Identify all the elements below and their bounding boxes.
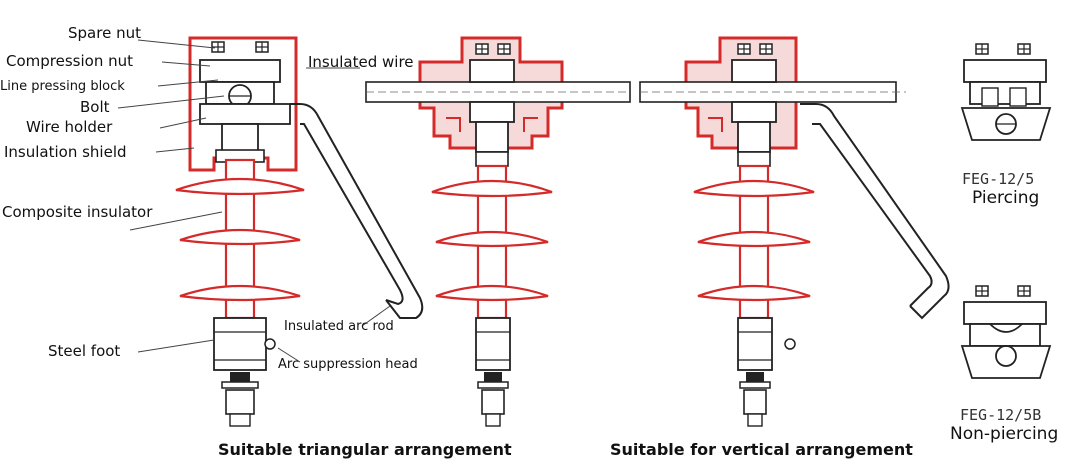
label-spare-nut: Spare nut (68, 24, 141, 42)
label-steel-foot: Steel foot (48, 342, 121, 360)
label-bolt: Bolt (80, 98, 110, 116)
label-insulated-wire: Insulated wire (308, 53, 414, 71)
clamp-piercing (960, 43, 1052, 141)
insulator-vertical (639, 36, 950, 427)
clamp-non-piercing (960, 285, 1052, 379)
label-insulation-shield: Insulation shield (4, 143, 127, 161)
label-wire-holder: Wire holder (26, 118, 113, 136)
label-line-pressing-block: Line pressing block (0, 79, 125, 94)
insulator-center (365, 36, 631, 427)
label-insulated-arc-rod: Insulated arc rod (284, 319, 394, 334)
clamp-model-non-piercing: FEG-12/5B (960, 406, 1042, 424)
clamp-model-piercing: FEG-12/5 (962, 170, 1035, 188)
clamp-type-non-piercing: Non-piercing (950, 424, 1059, 444)
label-compression-nut: Compression nut (6, 52, 133, 70)
clamp-type-piercing: Piercing (972, 188, 1040, 208)
insulator-triangular (175, 36, 424, 427)
leader-lines (117, 39, 391, 363)
caption-vertical: Suitable for vertical arrangement (610, 440, 913, 459)
label-arc-suppression-head: Arc suppression head (278, 357, 418, 372)
caption-triangular: Suitable triangular arrangement (218, 440, 512, 459)
label-composite-insulator: Composite insulator (2, 203, 153, 221)
